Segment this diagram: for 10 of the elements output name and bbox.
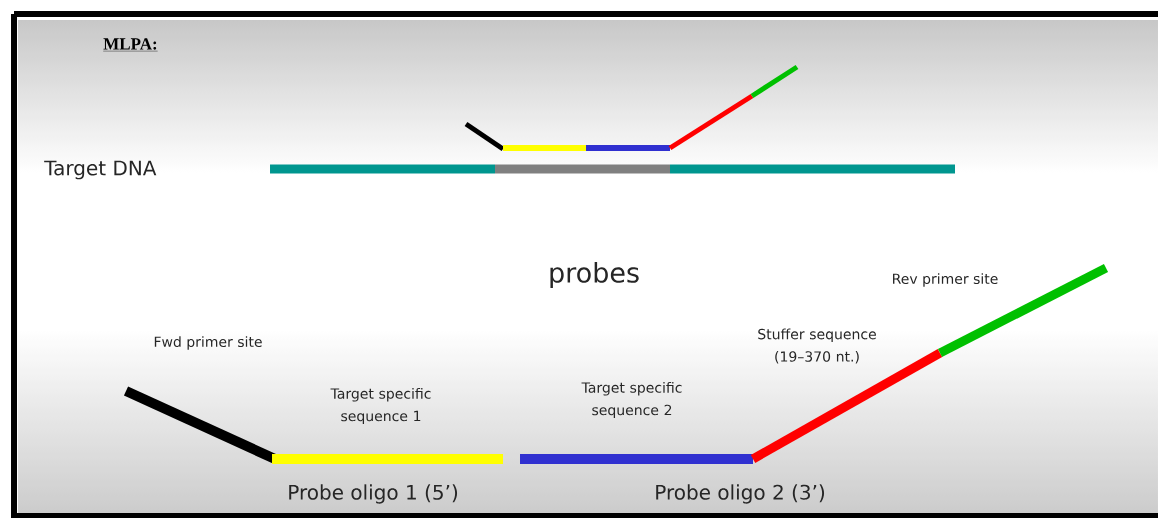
label: Stuffer sequence (19–370 nt.) bbox=[758, 328, 876, 364]
label: probes bbox=[550, 261, 639, 289]
title: MLPA: bbox=[103, 38, 158, 52]
label: Probe oligo 2 (3’) bbox=[656, 484, 825, 504]
label: Fwd primer site bbox=[154, 336, 262, 350]
label: Probe oligo 1 (5’) bbox=[289, 484, 458, 504]
label: Target specific sequence 1 bbox=[330, 388, 431, 424]
label: Target specific sequence 2 bbox=[581, 382, 682, 418]
label: Target DNA bbox=[44, 160, 157, 180]
label: Rev primer site bbox=[893, 273, 998, 287]
